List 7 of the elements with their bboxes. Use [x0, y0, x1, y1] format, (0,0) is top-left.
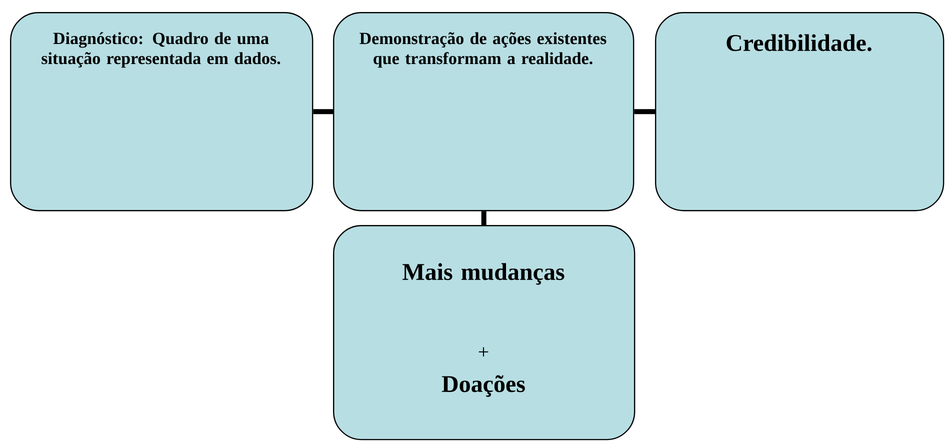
connector-line — [634, 109, 655, 114]
process-box: Credibilidade. — [655, 12, 944, 212]
process-box: Mais mudanças + Doações — [333, 225, 636, 440]
process-box: Demonstração de ações existentes que transformam a realidade. — [333, 12, 634, 212]
connector-line — [481, 211, 486, 225]
process-box: Diagnóstico: Quadro de uma situação representada em dados. — [10, 12, 314, 212]
connector-line — [313, 109, 333, 114]
